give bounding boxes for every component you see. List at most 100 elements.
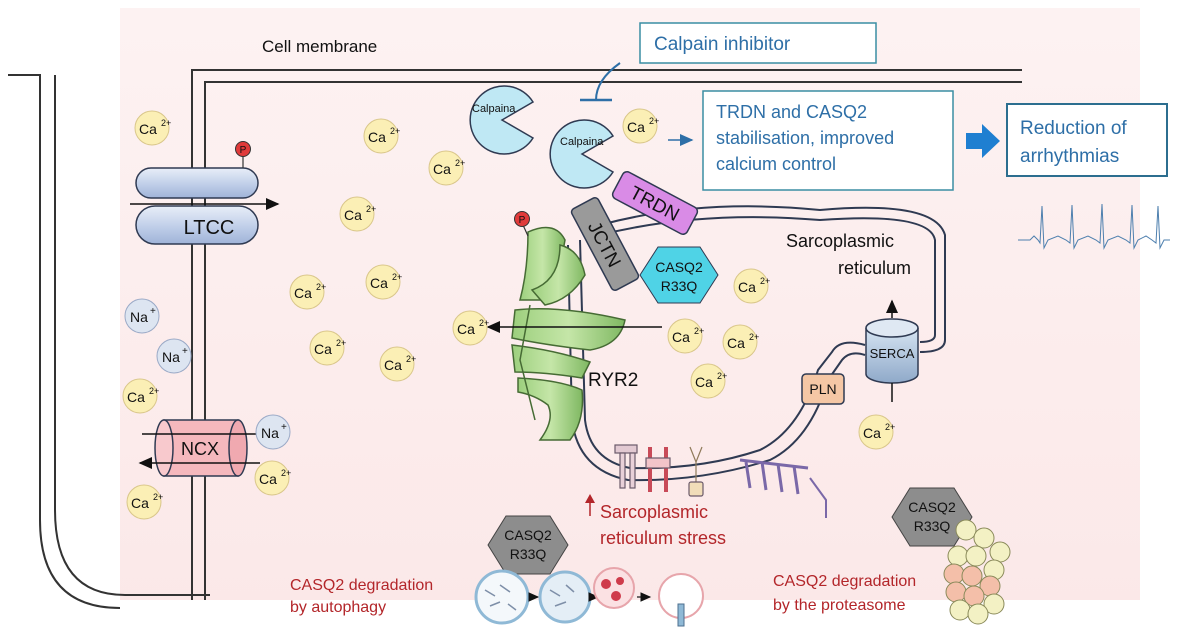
svg-text:Na: Na [261, 425, 279, 441]
ryr2-channel [511, 226, 626, 441]
svg-text:2+: 2+ [281, 468, 291, 478]
svg-text:2+: 2+ [885, 422, 895, 432]
serca-label: SERCA [870, 346, 915, 361]
svg-text:Ca: Ca [344, 207, 362, 223]
svg-text:Na: Na [162, 349, 180, 365]
ryr2-phospho-label: P [519, 215, 526, 226]
svg-text:2+: 2+ [694, 326, 704, 336]
casq2-proteasome-label: CASQ2 [908, 499, 956, 515]
svg-text:Ca: Ca [433, 161, 451, 177]
svg-text:2+: 2+ [161, 118, 171, 128]
svg-text:+: + [182, 346, 188, 357]
reduction-line-2: arrhythmias [1020, 146, 1119, 167]
svg-text:2+: 2+ [390, 126, 400, 136]
calpain-inhibitor-box [639, 22, 877, 64]
ca-ion: Ca 2+ [134, 110, 171, 146]
stabilisation-line-2: stabilisation, improved [716, 128, 894, 148]
svg-text:Ca: Ca [259, 471, 277, 487]
ncx-exchanger: NCX [154, 419, 248, 477]
ca-ion: Ca 2+ [622, 108, 659, 144]
svg-text:2+: 2+ [717, 371, 727, 381]
casq2-r33q-autophagy: CASQ2 R33Q [487, 515, 569, 575]
svg-text:Ca: Ca [672, 329, 690, 345]
ecg-trace-icon [1018, 203, 1170, 250]
ca-ion: Ca 2+ [339, 196, 376, 232]
ca-ion: Ca 2+ [858, 414, 895, 450]
proteasome-icon [943, 519, 1011, 625]
calpain-left-label: Calpaina [472, 103, 516, 115]
ca-ion: Ca 2+ [667, 318, 704, 354]
ltcc-phospho-label: P [240, 145, 247, 156]
autophagy-label-line-2: by autophagy [290, 599, 386, 616]
svg-text:2+: 2+ [316, 282, 326, 292]
proteasome-label-line-1: CASQ2 degradation [773, 573, 916, 590]
jctn-protein: JCTN [570, 197, 640, 291]
svg-text:Ca: Ca [131, 495, 149, 511]
svg-text:+: + [281, 422, 287, 433]
sr-label-line-2: reticulum [838, 258, 911, 278]
pln-protein: PLN [801, 373, 845, 405]
autophagy-sequence-icon [474, 567, 704, 627]
stabilisation-line-3: calcium control [716, 154, 836, 174]
reduction-box [1006, 103, 1168, 177]
stress-up-arrow-head [585, 494, 595, 503]
ltcc-label: LTCC [184, 217, 235, 239]
svg-text:Ca: Ca [457, 321, 475, 337]
svg-text:2+: 2+ [479, 318, 489, 328]
svg-text:Ca: Ca [727, 335, 745, 351]
stress-label-line-1: Sarcoplasmic [600, 502, 708, 522]
svg-text:2+: 2+ [366, 204, 376, 214]
cell-membrane-label: Cell membrane [262, 37, 377, 56]
ca-ion: Ca 2+ [122, 378, 159, 414]
svg-text:2+: 2+ [149, 386, 159, 396]
na-ion: Na+ [156, 338, 192, 374]
pln-label: PLN [809, 381, 836, 397]
ca-ion: Ca 2+ [690, 363, 727, 399]
sr-label-line-1: Sarcoplasmic [786, 231, 894, 251]
calpain-left: Calpaina [469, 85, 535, 155]
casq2-r33q-sr: CASQ2 R33Q [639, 246, 719, 304]
reduction-line-1: Reduction of [1020, 118, 1127, 139]
svg-text:Ca: Ca [627, 119, 645, 135]
svg-text:2+: 2+ [455, 158, 465, 168]
casq2-r33q-proteasome: CASQ2 R33Q [891, 487, 973, 547]
ryr2-label: RYR2 [588, 370, 638, 391]
calpain-inhibitor-label: Calpain inhibitor [654, 34, 791, 55]
serca-pump: SERCA [865, 318, 919, 384]
r33q-sr-label: R33Q [661, 278, 698, 294]
svg-text:+: + [150, 306, 156, 317]
svg-text:2+: 2+ [336, 338, 346, 348]
ryr2-phospho-badge [514, 211, 530, 227]
r33q-proteasome-label: R33Q [914, 518, 951, 534]
svg-text:Ca: Ca [863, 425, 881, 441]
svg-text:Ca: Ca [139, 121, 157, 137]
svg-text:2+: 2+ [649, 116, 659, 126]
stabilisation-box [702, 90, 954, 191]
svg-text:2+: 2+ [760, 276, 770, 286]
casq2-sr-label: CASQ2 [655, 259, 703, 275]
casq2-autophagy-label: CASQ2 [504, 527, 552, 543]
er-stress-sensors-icon [614, 444, 827, 518]
r33q-autophagy-label: R33Q [510, 546, 547, 562]
na-ion: Na+ [255, 414, 291, 450]
stress-label-line-2: reticulum stress [600, 528, 726, 548]
ca-ion: Ca 2+ [254, 460, 291, 496]
svg-text:Na: Na [130, 309, 148, 325]
calpain-right-label: Calpaina [560, 136, 604, 148]
svg-text:Ca: Ca [695, 374, 713, 390]
autophagy-label-line-1: CASQ2 degradation [290, 577, 433, 594]
svg-text:Ca: Ca [384, 357, 402, 373]
svg-text:Ca: Ca [314, 341, 332, 357]
ca-ion: Ca 2+ [428, 150, 465, 186]
svg-text:2+: 2+ [392, 272, 402, 282]
ltcc-phospho-badge [235, 141, 251, 157]
ltcc-channel: LTCC [135, 167, 259, 245]
svg-text:Ca: Ca [127, 389, 145, 405]
